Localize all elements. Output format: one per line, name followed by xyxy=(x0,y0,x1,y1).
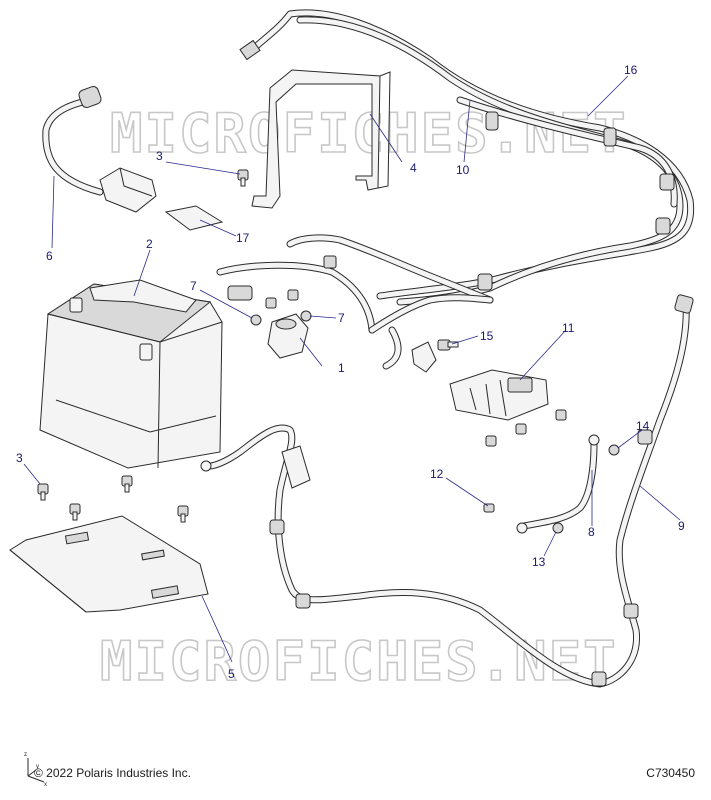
bracket-4 xyxy=(251,69,391,209)
bolt-12 xyxy=(483,503,495,513)
callout-16: 16 xyxy=(624,63,638,77)
bolt-15 xyxy=(437,339,459,351)
leader-lines xyxy=(23,75,681,663)
cable-6 xyxy=(42,86,157,213)
callout-6: 6 xyxy=(46,249,53,263)
bolt-tray-2 xyxy=(69,503,81,521)
bolt-box-2 xyxy=(515,423,527,435)
callout-1: 1 xyxy=(338,361,345,375)
cable-8 xyxy=(516,434,600,534)
callout-2: 2 xyxy=(146,237,153,251)
callout-8: 8 xyxy=(588,525,595,539)
callout-12: 12 xyxy=(430,467,444,481)
bolt-tray-1 xyxy=(121,475,133,493)
solenoid-1 xyxy=(267,313,309,359)
battery-2 xyxy=(39,279,223,469)
bolt-box-3 xyxy=(485,435,497,447)
bolt-3-upper xyxy=(237,169,249,187)
axis-label-y: y xyxy=(36,764,39,770)
callout-13: 13 xyxy=(532,555,546,569)
callout-9: 9 xyxy=(678,519,685,533)
nut-14 xyxy=(608,444,620,456)
bolt-tray-3 xyxy=(177,505,189,523)
callout-5: 5 xyxy=(228,667,235,681)
bolt-near-solenoid-2 xyxy=(287,289,299,301)
axis-label-z: z xyxy=(24,752,27,758)
callout-10: 10 xyxy=(456,163,470,177)
callout-3-lower: 3 xyxy=(16,451,23,465)
nut-13 xyxy=(552,522,564,534)
axis-label-x: x xyxy=(44,782,47,788)
callout-3-upper: 3 xyxy=(156,149,163,163)
bracket-small xyxy=(411,341,437,373)
nut-7-left xyxy=(250,314,262,326)
watermark-top: MICROFICHES.NET xyxy=(110,102,628,165)
callout-15: 15 xyxy=(480,329,494,343)
nut-7-right xyxy=(300,310,312,322)
callout-7-left: 7 xyxy=(190,279,197,293)
callout-7-right: 7 xyxy=(338,311,345,325)
cable-9 xyxy=(200,294,694,688)
callout-17: 17 xyxy=(236,231,250,245)
callout-14: 14 xyxy=(636,419,650,433)
diagram-code: C730450 xyxy=(646,766,695,780)
watermark-bottom: MICROFICHES.NET xyxy=(100,630,618,693)
fuse-box-11 xyxy=(449,369,549,421)
callout-4: 4 xyxy=(410,161,417,175)
bolt-3-lower xyxy=(37,483,49,501)
label-17 xyxy=(164,205,224,231)
copyright-text: © 2022 Polaris Industries Inc. xyxy=(34,766,191,780)
bolt-near-solenoid-1 xyxy=(265,297,277,309)
callouts: 1 2 3 3 4 5 6 7 7 8 9 10 11 12 13 14 15 … xyxy=(16,63,685,681)
tray-5 xyxy=(9,515,209,613)
callout-11: 11 xyxy=(562,321,575,335)
bolt-box-1 xyxy=(555,409,567,421)
harness-small xyxy=(216,234,494,370)
axis-triad: z x y xyxy=(24,752,47,788)
harness-16 xyxy=(239,9,695,306)
